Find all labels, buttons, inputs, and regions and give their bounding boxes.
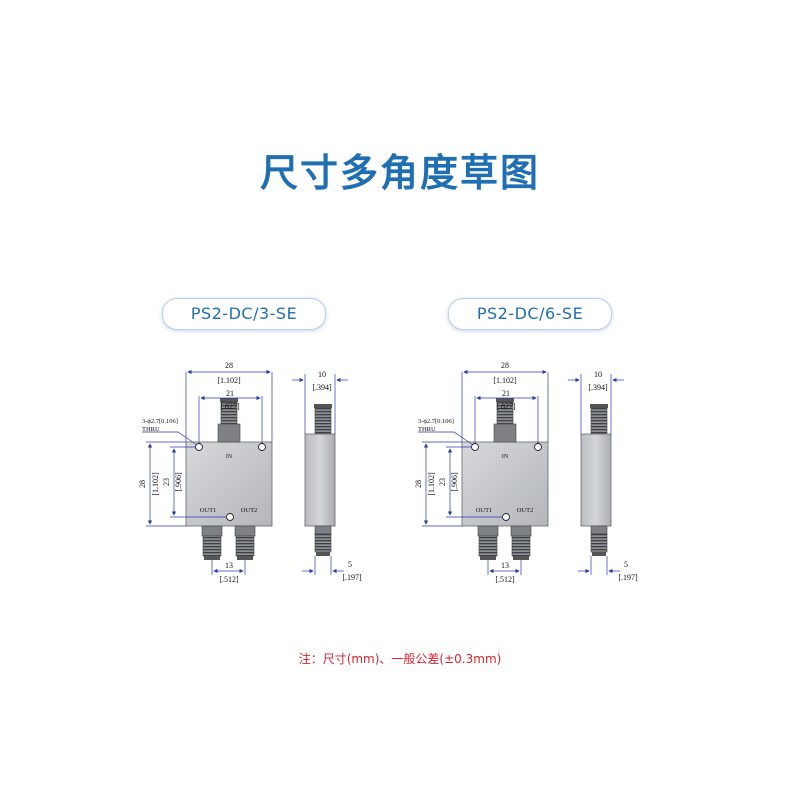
side-view bbox=[580, 404, 612, 556]
hole-note-line1: 3-ϕ2.7[0.106] bbox=[142, 418, 178, 425]
dim-side-connector-inch: [.197] bbox=[618, 573, 638, 582]
dimension-lines bbox=[142, 369, 273, 575]
out2-connector bbox=[510, 525, 532, 560]
mount-hole-bottom bbox=[502, 513, 510, 521]
splitter-body bbox=[461, 441, 549, 527]
dim-hole-vertical-value: 23 bbox=[162, 478, 171, 486]
dim-height-inch: [1.102] bbox=[151, 472, 160, 496]
dim-side-connector-value: 5 bbox=[348, 560, 352, 569]
in-connector bbox=[217, 398, 241, 443]
dim-hole-spacing-value: 21 bbox=[226, 389, 234, 398]
dim-thickness-value: 10 bbox=[318, 370, 326, 379]
label-out2: OUT2 bbox=[517, 507, 534, 514]
tolerance-note: 注：尺寸(mm)、一般公差(±0.3mm) bbox=[298, 652, 502, 666]
dim-hole-spacing-inch: [.827] bbox=[220, 402, 240, 411]
mount-hole-top-right bbox=[534, 443, 542, 451]
mount-hole-top-right bbox=[258, 443, 266, 451]
hole-note-line1: 3-ϕ2.7[0.106] bbox=[418, 418, 454, 425]
model-badge-right: PS2-DC/6-SE bbox=[448, 298, 612, 330]
label-in: IN bbox=[502, 454, 509, 460]
dim-thickness-inch: [.394] bbox=[312, 383, 332, 392]
hole-note-line2: THRU bbox=[418, 426, 436, 433]
dim-hole-vertical-inch: [.906] bbox=[174, 472, 183, 492]
drawing-ps2-dc-6-se: IN OUT1 OUT2 3-ϕ2.7[0.106] THRU 28 [1.10… bbox=[414, 361, 638, 584]
out1-connector bbox=[477, 525, 499, 560]
dim-out-spacing-inch: [.512] bbox=[495, 575, 515, 584]
page-title: 尺寸多角度草图 bbox=[259, 151, 540, 195]
label-in: IN bbox=[226, 454, 233, 460]
dim-width-inch: [1.102] bbox=[493, 376, 517, 385]
dim-side-connector-value: 5 bbox=[624, 560, 628, 569]
dim-height-value: 28 bbox=[138, 480, 147, 488]
splitter-body bbox=[185, 441, 273, 527]
dim-hole-vertical-value: 23 bbox=[438, 478, 447, 486]
dim-height-inch: [1.102] bbox=[427, 472, 436, 496]
hole-note-line2: THRU bbox=[142, 426, 160, 433]
dim-height-value: 28 bbox=[414, 480, 423, 488]
dim-thickness-inch: [.394] bbox=[588, 383, 608, 392]
dim-thickness-value: 10 bbox=[594, 370, 602, 379]
dim-hole-vertical-inch: [.906] bbox=[450, 472, 459, 492]
dim-width-inch: [1.102] bbox=[217, 376, 241, 385]
dim-hole-spacing-value: 21 bbox=[502, 389, 510, 398]
out2-connector bbox=[234, 525, 256, 560]
dim-out-spacing-inch: [.512] bbox=[219, 575, 239, 584]
side-view bbox=[304, 404, 336, 556]
model-badge-left: PS2-DC/3-SE bbox=[162, 298, 326, 330]
dim-side-connector-inch: [.197] bbox=[342, 573, 362, 582]
dimension-lines bbox=[418, 369, 549, 575]
dim-out-spacing-value: 13 bbox=[225, 561, 233, 570]
label-out1: OUT1 bbox=[200, 507, 217, 514]
dim-out-spacing-value: 13 bbox=[501, 561, 509, 570]
drawing-ps2-dc-3-se: IN OUT1 OUT2 3-ϕ2. bbox=[138, 361, 362, 584]
label-out2: OUT2 bbox=[241, 507, 258, 514]
mount-hole-bottom bbox=[226, 513, 234, 521]
dim-width-value: 28 bbox=[501, 361, 509, 370]
label-out1: OUT1 bbox=[476, 507, 493, 514]
dim-width-value: 28 bbox=[225, 361, 233, 370]
dim-hole-spacing-inch: [.827] bbox=[496, 402, 516, 411]
out1-connector bbox=[201, 525, 223, 560]
